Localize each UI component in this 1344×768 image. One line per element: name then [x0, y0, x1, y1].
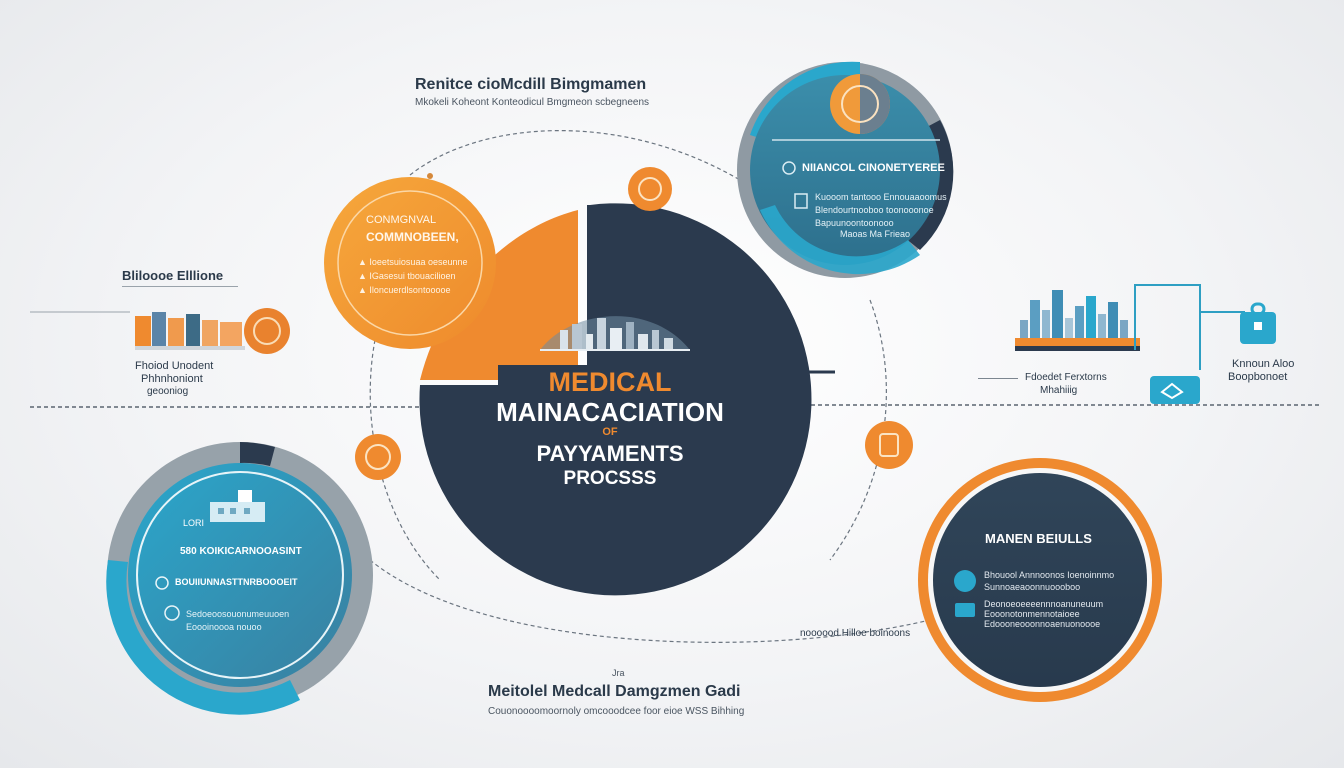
top-right-title: NIIANCOL CINONETYEREE [802, 162, 945, 174]
coin-icon [628, 167, 672, 211]
bottom-right-title: MANEN BEIULLS [985, 531, 1092, 546]
orange-circle-title-1: CONMGNVAL [366, 214, 437, 226]
center-line-4: PAYYAMENTS [536, 441, 684, 466]
right-city-illustration [1015, 284, 1245, 370]
left-label-line-3: geooniog [147, 386, 189, 397]
bottom-right-line-1: Bhouool Annnoonos Ioenoinnmo [984, 570, 1115, 580]
left-label-underline [122, 286, 238, 287]
top-right-ring-navy-segment [905, 120, 954, 250]
bottom-left-badge-2 [164, 605, 180, 621]
top-right-line-1: Kuooom tantooo Ennouaaoomus [815, 192, 947, 202]
bottom-left-ring-teal-segment [106, 560, 300, 715]
shield-icon [355, 434, 401, 480]
orange-circle-line-2: ▲ IGasesui tbouacilioen [358, 271, 456, 281]
left-label-title: Bliloooe Elllione [122, 268, 224, 283]
dashed-arc-top [409, 130, 741, 181]
right-label-left-2: Mhahiiig [1040, 385, 1078, 396]
document-icon [865, 421, 913, 469]
left-blocks-illustration [135, 312, 245, 350]
orange-circle-line-1: ▲ Ioeetsuiosuaa oeseunne [358, 257, 468, 267]
top-header-subtitle: Mkokeli Koheont Konteodicul Bmgmeon scbe… [415, 97, 650, 108]
top-right-line-2: Blendourtnooboo toonooonoe [815, 205, 934, 215]
bottom-left-line-1: LORI [183, 518, 205, 528]
bottom-left-line-5: Eoooinoooa nouoo [186, 622, 262, 632]
dollar-icon [244, 308, 290, 354]
right-label-left-1: Fdoedet Ferxtorns [1025, 372, 1107, 383]
right-label-dash [978, 378, 1018, 379]
bottom-right-line-3: Deonoeoeeeennnoanuneuum [984, 599, 1104, 609]
footer-subtitle: Couonoooomoornoly omcooodcee foor eioe W… [488, 706, 745, 717]
bottom-right-line-4: Eooonotonmennotaioee [984, 609, 1080, 619]
top-right-inner-disc [750, 75, 940, 265]
orange-circle [324, 177, 496, 349]
orange-circle-line-3: ▲ Iloncuerdlsontooooe [358, 285, 451, 295]
bottom-right-line-2: Sunnoaeaoonnuoooboo [984, 582, 1081, 592]
left-label-line-1: Fhoiod Unodent [135, 360, 214, 372]
footer-title: Meitolel Medcall Damgzmen Gadi [488, 683, 741, 700]
bottom-left-inner-disc [128, 463, 352, 687]
orange-wedge [420, 210, 578, 380]
bottom-right-outer-label: noooood Hilloe boinoons [800, 628, 911, 639]
orange-circle-top-dot [427, 173, 433, 179]
bottom-left-inner-ring [136, 471, 344, 679]
top-right-line-3: Bapuunoontoonooo [815, 218, 894, 228]
right-label-right-1: Knnoun Aloo [1232, 358, 1295, 370]
orange-circle-inner-ring [337, 190, 483, 336]
city-skyline-icon [540, 316, 690, 351]
bottom-left-line-3: BOUIIUNNASTTNRBOOOEIT [175, 577, 298, 587]
top-right-ring-teal-bottom [760, 205, 920, 275]
bottom-left-badge-1 [155, 576, 169, 590]
center-line-1: MEDICAL [548, 367, 672, 397]
top-header-title: Renitce cioMcdill Bimgmamen [415, 76, 647, 93]
right-card-badge [1150, 376, 1200, 404]
center-navy-disc [419, 203, 812, 596]
footer-tag: Jra [612, 668, 625, 678]
orange-circle-title-2: COMMNOBEEN, [366, 230, 459, 244]
center-navy-notch [587, 205, 593, 365]
dashed-arc-bottom [369, 559, 931, 643]
center-line-2: MAINACACIATION [496, 397, 724, 427]
hospital-building-icon [210, 490, 265, 522]
center-line-5: PROCSSS [563, 468, 657, 489]
bottom-right-line-5: Edoooneooonnoaenuonoooe [984, 619, 1101, 629]
lock-icon [830, 74, 890, 134]
top-right-small-badge [782, 161, 796, 175]
left-label-line-2: Phhnhoniont [141, 373, 203, 385]
checkmark-icon [954, 570, 976, 617]
bottom-left-line-2: 580 KOIKICARNOOASINT [180, 546, 302, 557]
right-lock-badge [1240, 302, 1276, 344]
center-line-3: OF [602, 426, 618, 438]
bottom-left-ring-navy-segment [240, 442, 275, 466]
bottom-left-line-4: Sedoeoosouonumeuuoen [186, 609, 290, 619]
right-label-right-2: Boopbonoet [1228, 371, 1288, 383]
top-right-doc-icon [794, 193, 808, 209]
bottom-right-inner-disc [933, 473, 1147, 687]
top-right-line-4: Maoas Ma Frieao [840, 229, 911, 239]
